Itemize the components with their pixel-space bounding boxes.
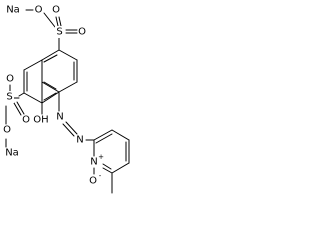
atom-label-sulfur-top: S xyxy=(56,27,62,38)
atom-label-sodium-top: Na xyxy=(6,5,20,16)
bond xyxy=(43,12,56,28)
atom-label-oxygen-top-up: O xyxy=(52,5,60,16)
bond xyxy=(111,129,130,141)
atom-label-oxygen-top-right: O xyxy=(78,27,86,38)
positive-charge: + xyxy=(98,153,104,161)
atom-label-sodium-left: Na xyxy=(5,148,19,159)
atom-label-azo-nitrogen-1: N xyxy=(56,112,63,123)
atom-label-azo-nitrogen-2: N xyxy=(76,135,83,146)
negative-charge: - xyxy=(99,172,102,180)
bond xyxy=(102,163,112,170)
bond xyxy=(93,129,113,141)
bond xyxy=(13,102,22,116)
bond xyxy=(43,92,57,101)
bond xyxy=(41,49,60,61)
bond xyxy=(95,133,113,144)
atom-label-oxygen-sodium-top: O xyxy=(35,5,43,16)
bond xyxy=(43,54,58,63)
bond xyxy=(111,162,130,174)
bond xyxy=(58,16,62,27)
bond xyxy=(43,81,57,90)
bond xyxy=(41,81,60,93)
bond xyxy=(58,49,78,61)
atom-label-oxygen-sodium-left: O xyxy=(3,125,11,136)
atom-label-pyridine-nitrogen: N xyxy=(90,157,97,168)
bond xyxy=(41,91,60,104)
bond xyxy=(23,92,43,104)
atom-label-hydroxyl: OH xyxy=(33,115,48,126)
bond xyxy=(102,167,113,174)
atom-labels: Na O S O O O S O O Na OH N N N + O - xyxy=(3,4,104,187)
bond xyxy=(55,16,59,27)
bonds xyxy=(5,9,130,194)
bond xyxy=(65,121,78,135)
bond xyxy=(18,92,25,97)
atom-label-sulfur-left: S xyxy=(6,92,12,103)
bond xyxy=(16,101,25,115)
atom-label-oxygen-sulfonate-left: O xyxy=(6,74,14,85)
atom-label-oxide-oxygen: O xyxy=(89,176,97,187)
bond xyxy=(62,123,75,137)
bond xyxy=(58,81,78,93)
atom-label-oxygen-sulfonate-down: O xyxy=(22,115,30,126)
bond xyxy=(23,59,43,71)
chemical-structure: Na O S O O O S O O Na OH N N N + O - xyxy=(3,4,130,194)
